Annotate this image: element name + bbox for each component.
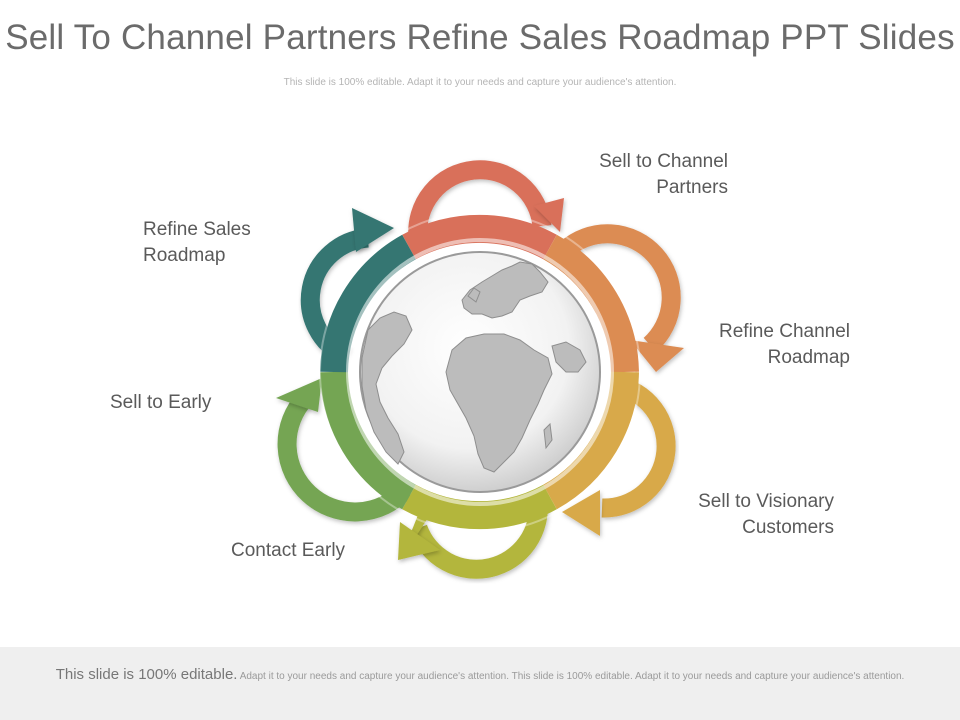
globe [359,251,601,493]
arabia-landmass [551,341,587,373]
label-refine-channel-roadmap: Refine Channel Roadmap [719,321,850,368]
label-sell-to-early: Sell to Early [110,392,212,413]
footer-text: This slide is 100% editable. Adapt it to… [30,666,930,684]
africa-continent [445,333,553,473]
footer-bar: This slide is 100% editable. Adapt it to… [0,647,960,720]
footer-lead: This slide is 100% editable. [55,666,238,683]
cycle-diagram [276,160,684,579]
arrow-orange [558,224,684,372]
europe-continent [461,261,549,319]
uk-island [467,287,481,303]
arrow-olive [398,498,548,579]
americas-edge [361,311,413,465]
label-sell-to-visionary-customers: Sell to Visionary Customers [698,491,834,538]
label-refine-sales-roadmap: Refine Sales Roadmap [143,219,251,266]
arrow-green [276,378,412,522]
madagascar-island [543,422,553,450]
slide-title: Sell To Channel Partners Refine Sales Ro… [5,18,955,57]
footer-body: Adapt it to your needs and capture your … [239,671,905,682]
slide-subtitle: This slide is 100% editable. Adapt it to… [283,77,677,88]
label-contact-early: Contact Early [231,540,346,561]
segment-ring [320,214,639,530]
label-sell-to-channel-partners: Sell to Channel Partners [599,151,728,198]
arrow-gold [562,375,676,536]
arrow-red [408,160,564,239]
